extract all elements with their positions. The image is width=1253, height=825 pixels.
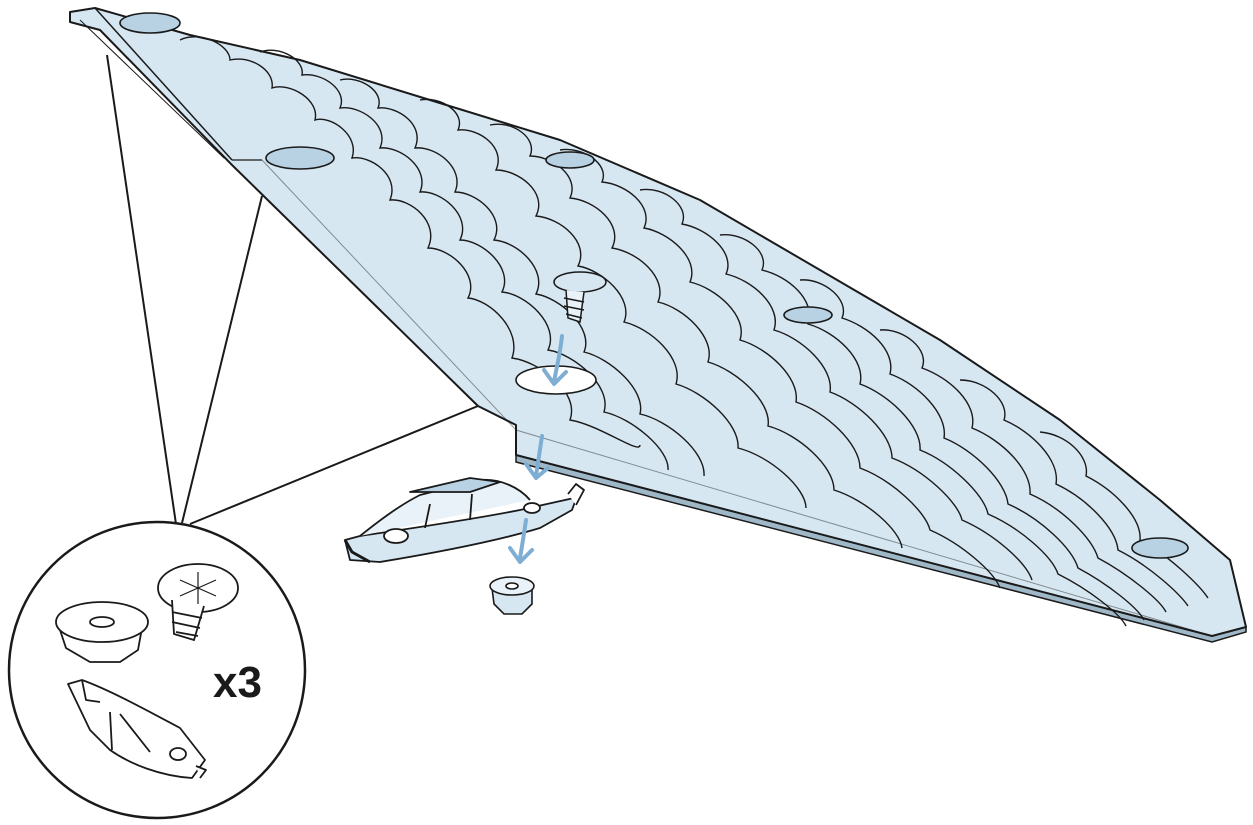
ridge-panel xyxy=(70,8,1246,642)
quantity-label: x3 xyxy=(213,658,262,707)
hex-nut xyxy=(490,577,534,614)
mounting-clip xyxy=(345,478,584,562)
parts-callout: x3 xyxy=(9,522,305,818)
